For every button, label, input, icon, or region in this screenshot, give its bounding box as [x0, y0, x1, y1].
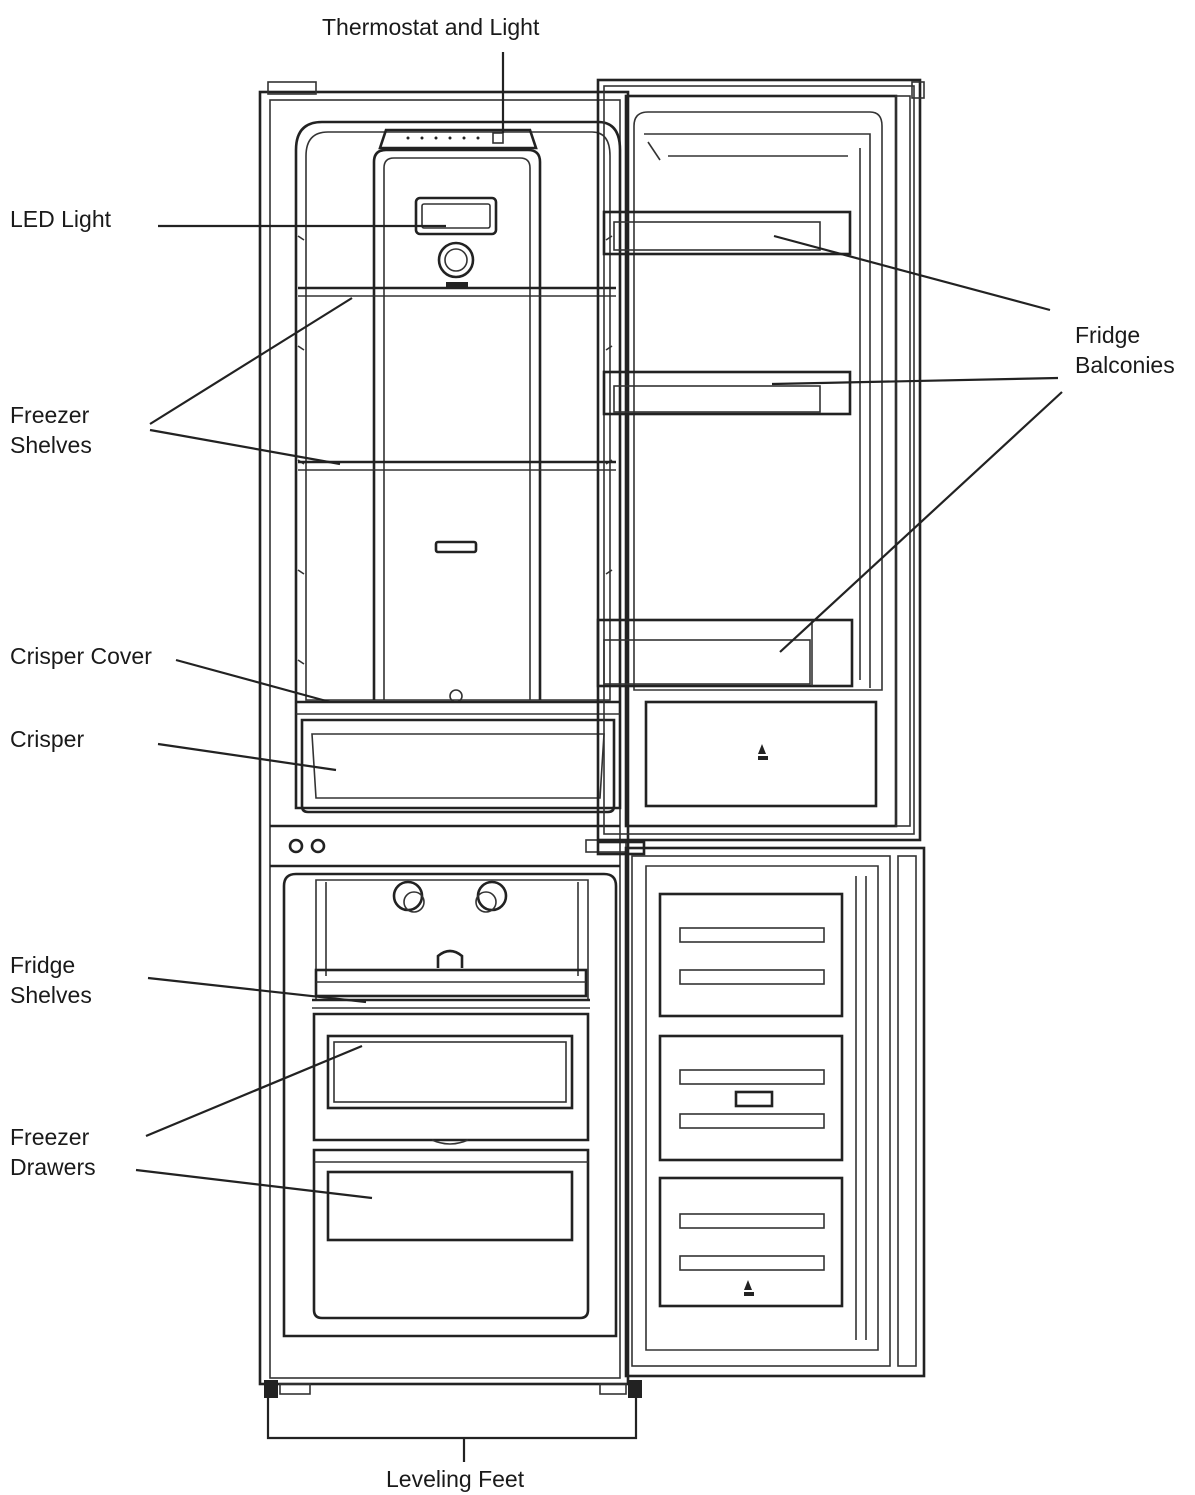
leader-crisper: [157, 742, 337, 772]
upper-door-lower-panel: [644, 700, 878, 808]
vent-slot: [434, 540, 478, 554]
leader-balcony-bottom: [779, 391, 1063, 653]
freezer-shelves-label-line2: Shelves: [10, 432, 92, 458]
upper-door: [596, 78, 925, 842]
fridge-glass-shelves: [298, 286, 616, 471]
lower-door: [624, 846, 926, 1378]
crisper-cover-label: Crisper Cover: [10, 643, 152, 669]
leveling-feet-label: Leveling Feet: [386, 1466, 525, 1492]
lower-door-panel-2: [658, 1034, 844, 1162]
leader-balcony-top: [773, 234, 1051, 312]
thermostat-housing: [378, 128, 538, 150]
leader-balcony-middle: [771, 376, 1059, 386]
middle-divider: [270, 824, 627, 868]
air-duct-panel: [372, 148, 542, 700]
leader-freezer-drawers-a: [145, 1044, 363, 1138]
door-balcony-bottom: [596, 618, 854, 688]
lower-door-panel-1: [658, 892, 844, 1018]
leader-fridge-shelves: [147, 976, 367, 1004]
leader-lines: [135, 52, 1063, 1200]
lower-door-panel-3: [658, 1176, 844, 1308]
thermostat-label: Thermostat and Light: [322, 14, 540, 40]
freezer-shelves-label-line1: Freezer: [10, 402, 90, 428]
fridge-shelves-label-line1: Fridge: [10, 952, 76, 978]
fridge-balconies-label-line1: Fridge: [1075, 322, 1141, 348]
freezer-drawers-label-line2: Drawers: [10, 1154, 96, 1180]
leveling-feet: [264, 1380, 642, 1462]
freezer-compartment: [282, 872, 618, 1338]
leader-freezer-shelves-b: [149, 428, 341, 466]
thermostat-knob: [437, 241, 475, 288]
crisper-drawer: [300, 718, 616, 814]
led-light-label: LED Light: [10, 206, 112, 232]
freezer-drawers-label-line1: Freezer: [10, 1124, 90, 1150]
fridge-shelves-label-line2: Shelves: [10, 982, 92, 1008]
fridge-balconies-label-line2: Balconies: [1075, 352, 1175, 378]
crisper-cover: [296, 700, 620, 715]
led-light: [414, 196, 498, 236]
crisper-label: Crisper: [10, 726, 85, 752]
leader-freezer-shelves-a: [149, 297, 353, 425]
freezer-drawer-top: [312, 1012, 590, 1145]
leader-freezer-drawers-b: [135, 1168, 373, 1200]
freezer-drawer-bottom: [312, 1148, 590, 1320]
leader-crisper-cover: [175, 658, 331, 704]
door-balcony-middle: [602, 370, 852, 416]
door-balcony-top: [602, 210, 852, 256]
